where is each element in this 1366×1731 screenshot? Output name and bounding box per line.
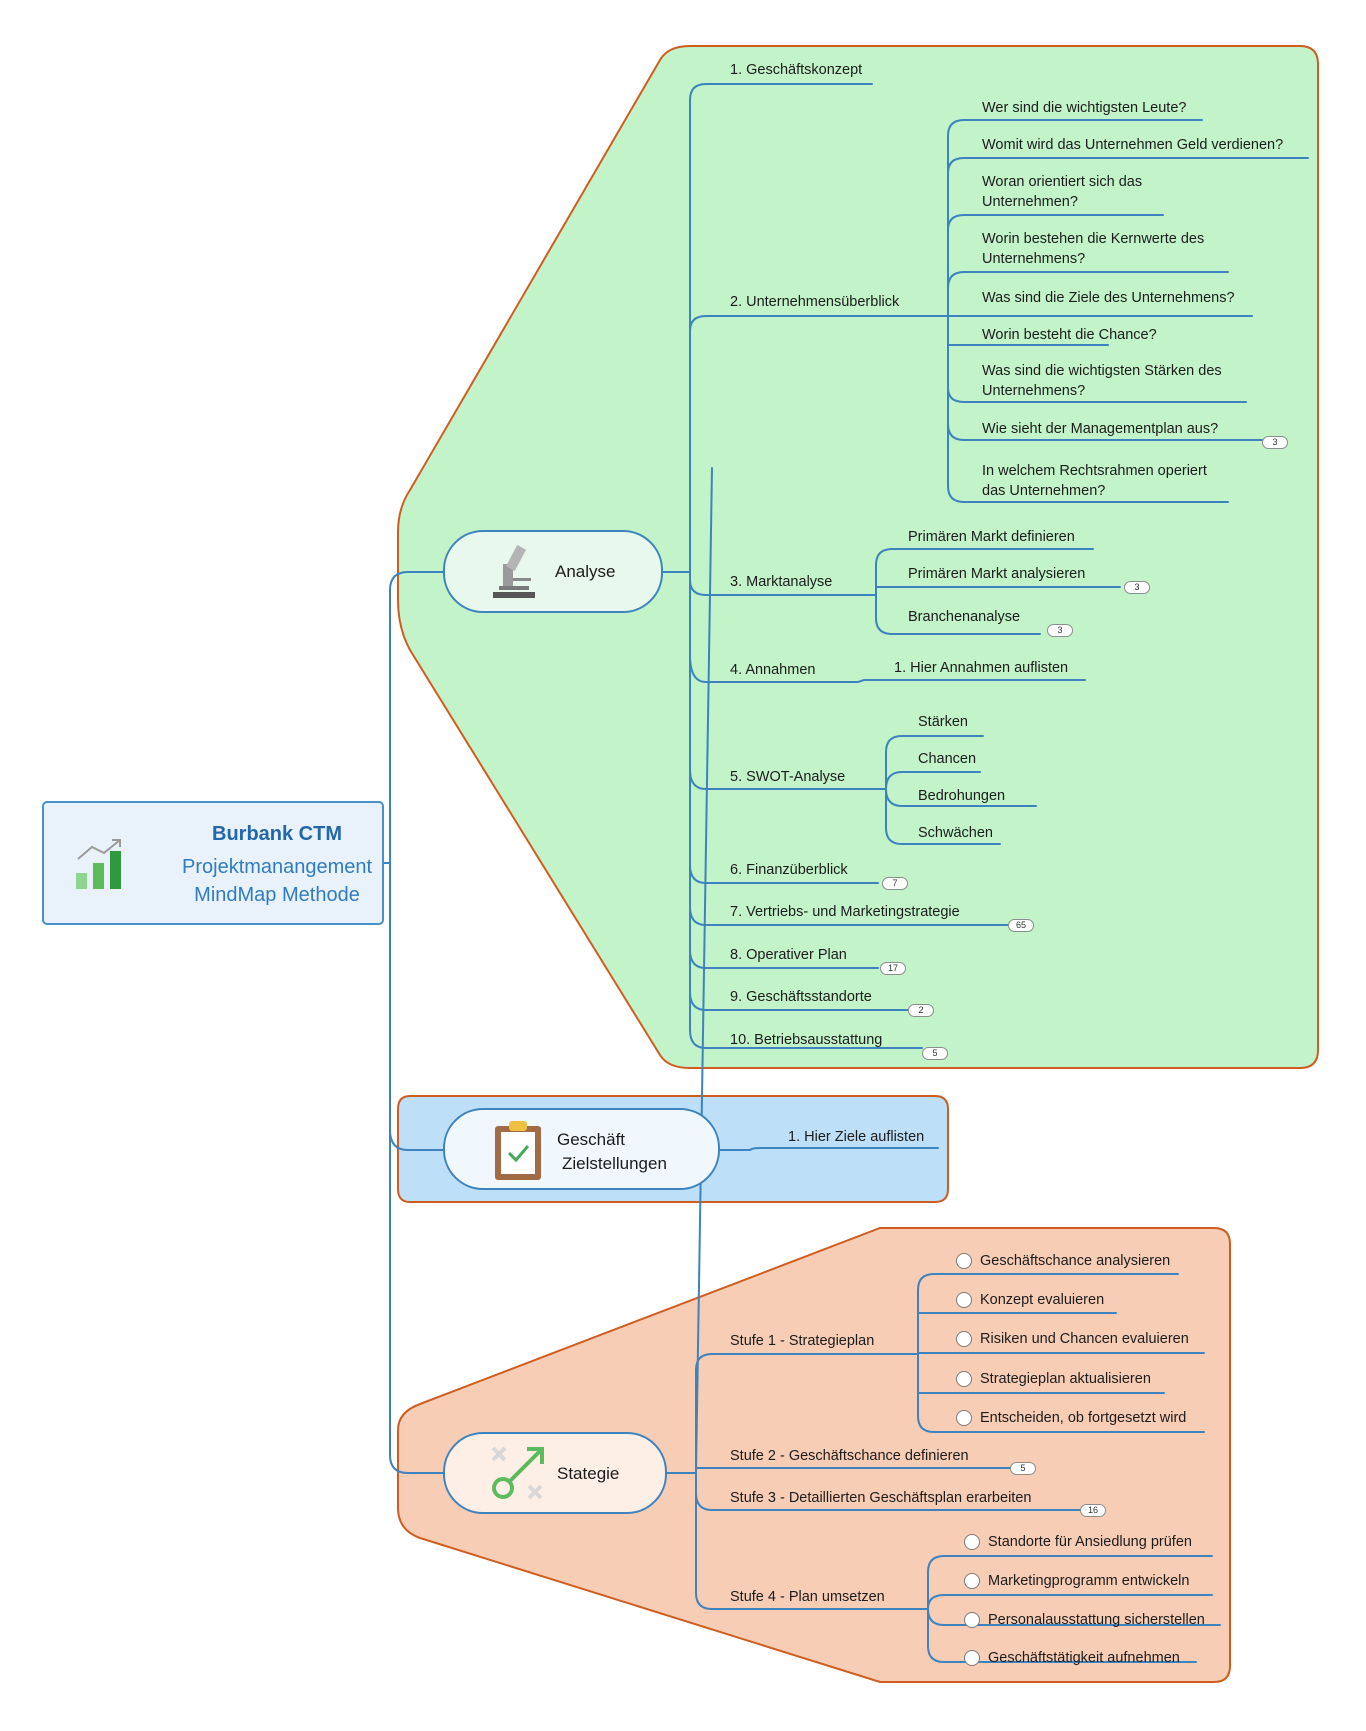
count-badge[interactable]: 5 [922,1047,948,1060]
question-item[interactable]: Woran orientiert sich das Unternehmen? [982,174,1143,210]
swot-item[interactable]: Bedrohungen [918,788,1006,804]
analyse-node[interactable]: Analyse [443,530,663,613]
count-badge[interactable]: 17 [880,962,906,975]
topic-vertrieb-marketing[interactable]: 7. Vertriebs- und Marketingstrategie [730,904,960,920]
ziele-node[interactable]: Geschäft Zielstellungen [443,1108,720,1190]
question-item[interactable]: Wer sind die wichtigsten Leute? [982,100,1187,116]
swot-item[interactable]: Schwächen [918,825,993,841]
swot-item[interactable]: Chancen [918,751,977,767]
bar-chart-growth-icon [76,839,121,889]
topic-annahmen[interactable]: 4. Annahmen [730,662,816,678]
strategie-label: Stategie [557,1464,620,1483]
topic-marktanalyse[interactable]: 3. Marktanalyse [730,574,833,590]
topic-swot-analyse[interactable]: 5. SWOT-Analyse [730,769,846,785]
strategy-arrow-icon [491,1446,544,1500]
topic-stufe-2[interactable]: Stufe 2 - Geschäftschance definieren [730,1448,969,1464]
clipboard-check-icon [495,1121,541,1180]
task-checkbox[interactable] [964,1612,980,1628]
task-item[interactable]: Risiken und Chancen evaluieren [980,1331,1189,1347]
task-item[interactable]: Strategieplan aktualisieren [980,1371,1151,1387]
question-item[interactable]: Worin bestehen die Kernwerte des Unterne… [982,231,1205,267]
task-checkbox[interactable] [964,1534,980,1550]
markt-item[interactable]: Primären Markt definieren [908,529,1075,545]
root-subtitle-line1: Projektmanangement [182,856,373,878]
markt-item[interactable]: Branchenanalyse [908,609,1021,625]
analyse-label: Analyse [555,562,616,581]
task-checkbox[interactable] [956,1331,972,1347]
task-item[interactable]: Standorte für Ansiedlung prüfen [988,1534,1192,1550]
ziele-label: Geschäft Zielstellungen [557,1128,667,1176]
root-topic[interactable]: Burbank CTM Projektmanangement MindMap M… [42,801,384,925]
strategie-boundary [397,1227,1231,1683]
count-badge[interactable]: 3 [1262,436,1288,449]
count-badge[interactable]: 3 [1047,624,1073,637]
strategie-node[interactable]: Stategie [443,1432,667,1514]
count-badge[interactable]: 3 [1124,581,1150,594]
count-badge[interactable]: 65 [1008,919,1034,932]
task-item[interactable]: Geschäftstätigkeit aufnehmen [988,1650,1180,1666]
question-item[interactable]: In welchem Rechtsrahmen operiert das Unt… [982,463,1207,499]
ziele-label-line1: Geschäft [557,1130,626,1149]
annahmen-item[interactable]: 1. Hier Annahmen auflisten [894,660,1069,676]
task-item[interactable]: Personalausstattung sicherstellen [988,1612,1205,1628]
topic-operativer-plan[interactable]: 8. Operativer Plan [730,947,847,963]
task-checkbox[interactable] [956,1253,972,1269]
count-badge[interactable]: 16 [1080,1504,1106,1517]
root-subtitle-line2: MindMap Methode [194,884,360,906]
ziele-item[interactable]: 1. Hier Ziele auflisten [788,1129,925,1145]
count-badge[interactable]: 5 [1010,1462,1036,1475]
swot-item[interactable]: Stärken [918,714,968,730]
topic-unternehmensueberblick[interactable]: 2. Unternehmensüberblick [730,294,900,310]
question-item[interactable]: Was sind die Ziele des Unternehmens? [982,290,1235,306]
microscope-icon [493,545,535,598]
topic-geschaeftskonzept[interactable]: 1. Geschäftskonzept [730,62,863,78]
question-item[interactable]: Was sind die wichtigsten Stärken des Unt… [982,363,1222,399]
root-subtitle: Projektmanangement MindMap Methode [182,853,372,909]
task-item[interactable]: Marketingprogramm entwickeln [988,1573,1190,1589]
task-checkbox[interactable] [956,1410,972,1426]
topic-stufe-4[interactable]: Stufe 4 - Plan umsetzen [730,1589,885,1605]
question-item[interactable]: Worin besteht die Chance? [982,327,1157,343]
task-checkbox[interactable] [964,1573,980,1589]
ziele-label-line2: Zielstellungen [562,1154,667,1173]
task-checkbox[interactable] [956,1292,972,1308]
topic-finanzueberblick[interactable]: 6. Finanzüberblick [730,862,848,878]
topic-stufe-3[interactable]: Stufe 3 - Detaillierten Geschäftsplan er… [730,1490,1032,1506]
question-item[interactable]: Wie sieht der Managementplan aus? [982,421,1219,437]
task-checkbox[interactable] [964,1650,980,1666]
markt-item[interactable]: Primären Markt analysieren [908,566,1086,582]
topic-geschaeftsstandorte[interactable]: 9. Geschäftsstandorte [730,989,872,1005]
task-item[interactable]: Entscheiden, ob fortgesetzt wird [980,1410,1187,1426]
task-checkbox[interactable] [956,1371,972,1387]
root-title: Burbank CTM [212,823,342,845]
analyse-boundary [397,45,1319,1069]
task-item[interactable]: Konzept evaluieren [980,1292,1105,1308]
count-badge[interactable]: 2 [908,1004,934,1017]
question-item[interactable]: Womit wird das Unternehmen Geld verdiene… [982,137,1284,153]
topic-betriebsausstattung[interactable]: 10. Betriebsausstattung [730,1032,883,1048]
task-item[interactable]: Geschäftschance analysieren [980,1253,1171,1269]
count-badge[interactable]: 7 [882,877,908,890]
topic-stufe-1[interactable]: Stufe 1 - Strategieplan [730,1333,875,1349]
